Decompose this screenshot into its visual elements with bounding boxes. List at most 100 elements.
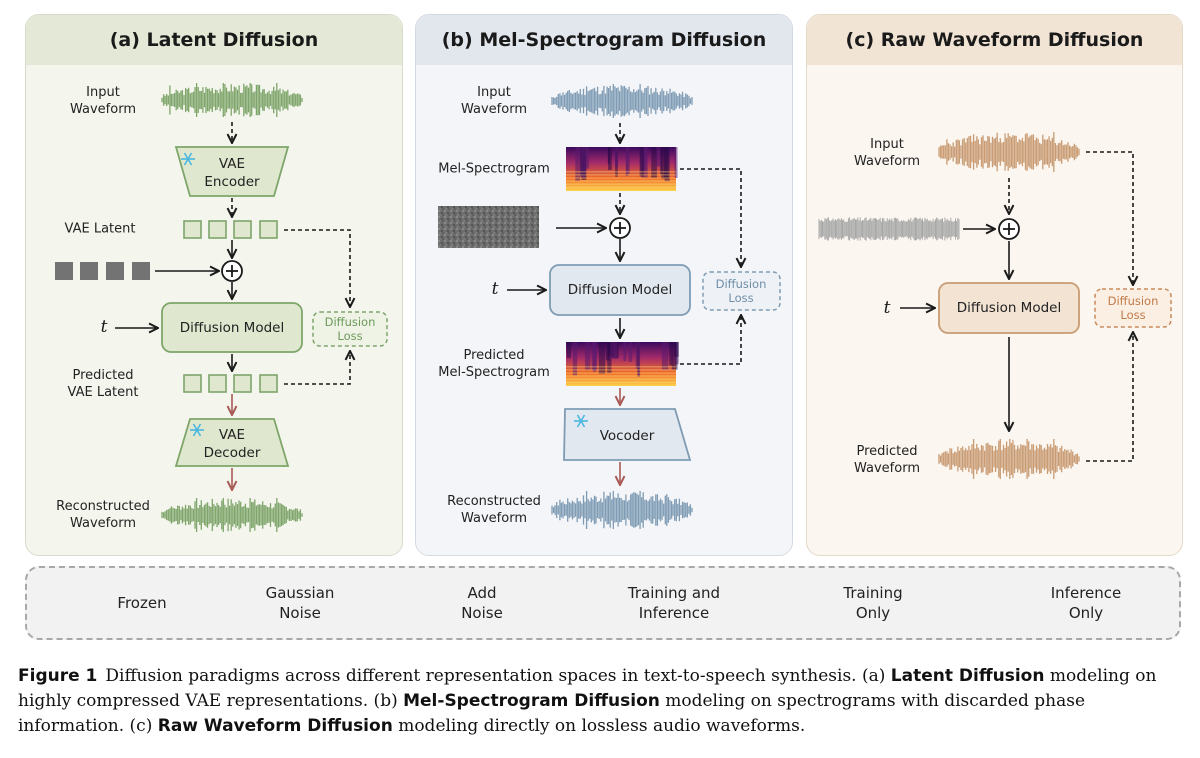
waveform-trace — [818, 217, 960, 241]
spectrogram-band — [669, 342, 673, 366]
label-t-a: t — [100, 317, 108, 337]
add-noise-icon-b — [609, 217, 631, 239]
spectrogram-band — [635, 342, 639, 369]
input-waveform-a — [161, 83, 303, 117]
caption-part-2: modeling on highly compressed VAE repres… — [18, 666, 1157, 711]
legend-frozen-label: Frozen — [117, 594, 167, 612]
spectrogram-band — [664, 147, 670, 182]
spectrogram-harmonic — [566, 186, 676, 188]
spectrogram-band — [623, 342, 627, 361]
spectrogram-band — [625, 147, 629, 177]
spectrogram-band — [605, 342, 610, 361]
caption-bold-2: Mel-Spectrogram Diffusion — [403, 691, 660, 711]
spectrogram-harmonic — [566, 375, 676, 377]
caption-part-4: modeling directly on lossless audio wave… — [392, 716, 806, 736]
waveform-trace — [938, 439, 1080, 479]
spectrogram-band — [587, 342, 591, 370]
spectrogram-band — [575, 147, 581, 181]
spectrogram-band — [661, 147, 665, 179]
caption-bold-3: Raw Waveform Diffusion — [157, 716, 393, 736]
spectrogram-band — [610, 342, 617, 359]
panel-b-title: (b) Mel-Spectrogram Diffusion — [416, 15, 792, 65]
spectrogram-harmonic — [566, 171, 676, 173]
spectrogram-band — [598, 342, 606, 374]
spectrogram-harmonic — [566, 381, 676, 383]
predicted-latent-squares — [183, 374, 278, 393]
spectrogram-band — [656, 147, 661, 167]
label-mel-spectrogram: Mel-Spectrogram — [438, 161, 550, 177]
caption-part-3: modeling on spectrograms with discarded … — [18, 691, 1086, 736]
add-noise-icon-a — [221, 260, 243, 282]
label-vae-latent: VAE Latent — [64, 221, 136, 237]
gaussian-noise-waveform-c — [818, 217, 960, 241]
spectrogram-band — [674, 342, 679, 357]
spectrogram-band — [580, 147, 587, 178]
gaussian-noise-squares-a — [55, 262, 150, 280]
input-waveform-b — [551, 84, 693, 118]
figure-caption: Figure 1 Diffusion paradigms across diffe… — [18, 664, 1188, 739]
diffusion-model-box-a — [161, 302, 303, 353]
snowflake-icon-vocoder — [574, 414, 588, 428]
vae-latent-squares — [183, 220, 278, 239]
caption-part-1: Diffusion paradigms across different rep… — [105, 666, 891, 686]
predicted-mel-spectrogram-image — [566, 342, 679, 386]
panel-b-graphics — [438, 84, 781, 529]
predicted-waveform-c — [938, 439, 1080, 479]
waveform-trace — [938, 132, 1080, 172]
input-waveform-c — [938, 132, 1080, 172]
diffusion-loss-box-c — [1094, 288, 1172, 328]
caption-lead: Figure 1 — [18, 666, 98, 686]
gaussian-noise-block-b — [438, 206, 539, 248]
diffusion-loss-box-a — [312, 311, 388, 347]
spectrogram-harmonic — [566, 183, 676, 185]
spectrogram-band — [615, 147, 619, 168]
label-diffusion-model-c: Diffusion Model — [956, 300, 1062, 316]
label-vocoder: Vocoder — [599, 428, 655, 444]
panel-c-title: (c) Raw Waveform Diffusion — [807, 15, 1182, 65]
spectrogram-harmonic — [566, 366, 676, 368]
spectrogram-band — [572, 342, 578, 376]
diffusion-model-box-c — [938, 282, 1080, 334]
diagram-graphics — [55, 83, 1172, 620]
spectrogram-harmonic — [566, 180, 676, 182]
reconstructed-waveform-b — [551, 491, 693, 529]
caption-bold-1: Latent Diffusion — [890, 666, 1045, 686]
spectrogram-band — [584, 342, 588, 370]
spectrogram-band — [661, 342, 669, 370]
spectrogram-harmonic — [566, 177, 676, 179]
spectrogram-harmonic — [566, 378, 676, 380]
spectrogram-band — [566, 342, 571, 359]
snowflake-icon-decoder — [190, 423, 204, 437]
diffusion-model-box-b — [549, 264, 691, 316]
spectrogram-band — [585, 147, 589, 169]
vae-encoder-shape — [174, 146, 290, 197]
waveform-trace — [161, 83, 303, 117]
spectrogram-band — [592, 342, 597, 372]
label-diffusion-model-b: Diffusion Model — [567, 282, 673, 298]
panel-a-graphics — [55, 83, 388, 532]
add-noise-icon-c — [998, 218, 1020, 240]
waveform-trace — [161, 498, 303, 532]
reconstructed-waveform-a — [161, 498, 303, 532]
label-t-b: t — [491, 279, 499, 299]
spectrogram-band — [639, 147, 645, 177]
panel-c-graphics — [818, 132, 1172, 479]
waveform-trace — [551, 491, 693, 529]
spectrogram-harmonic — [566, 372, 676, 374]
